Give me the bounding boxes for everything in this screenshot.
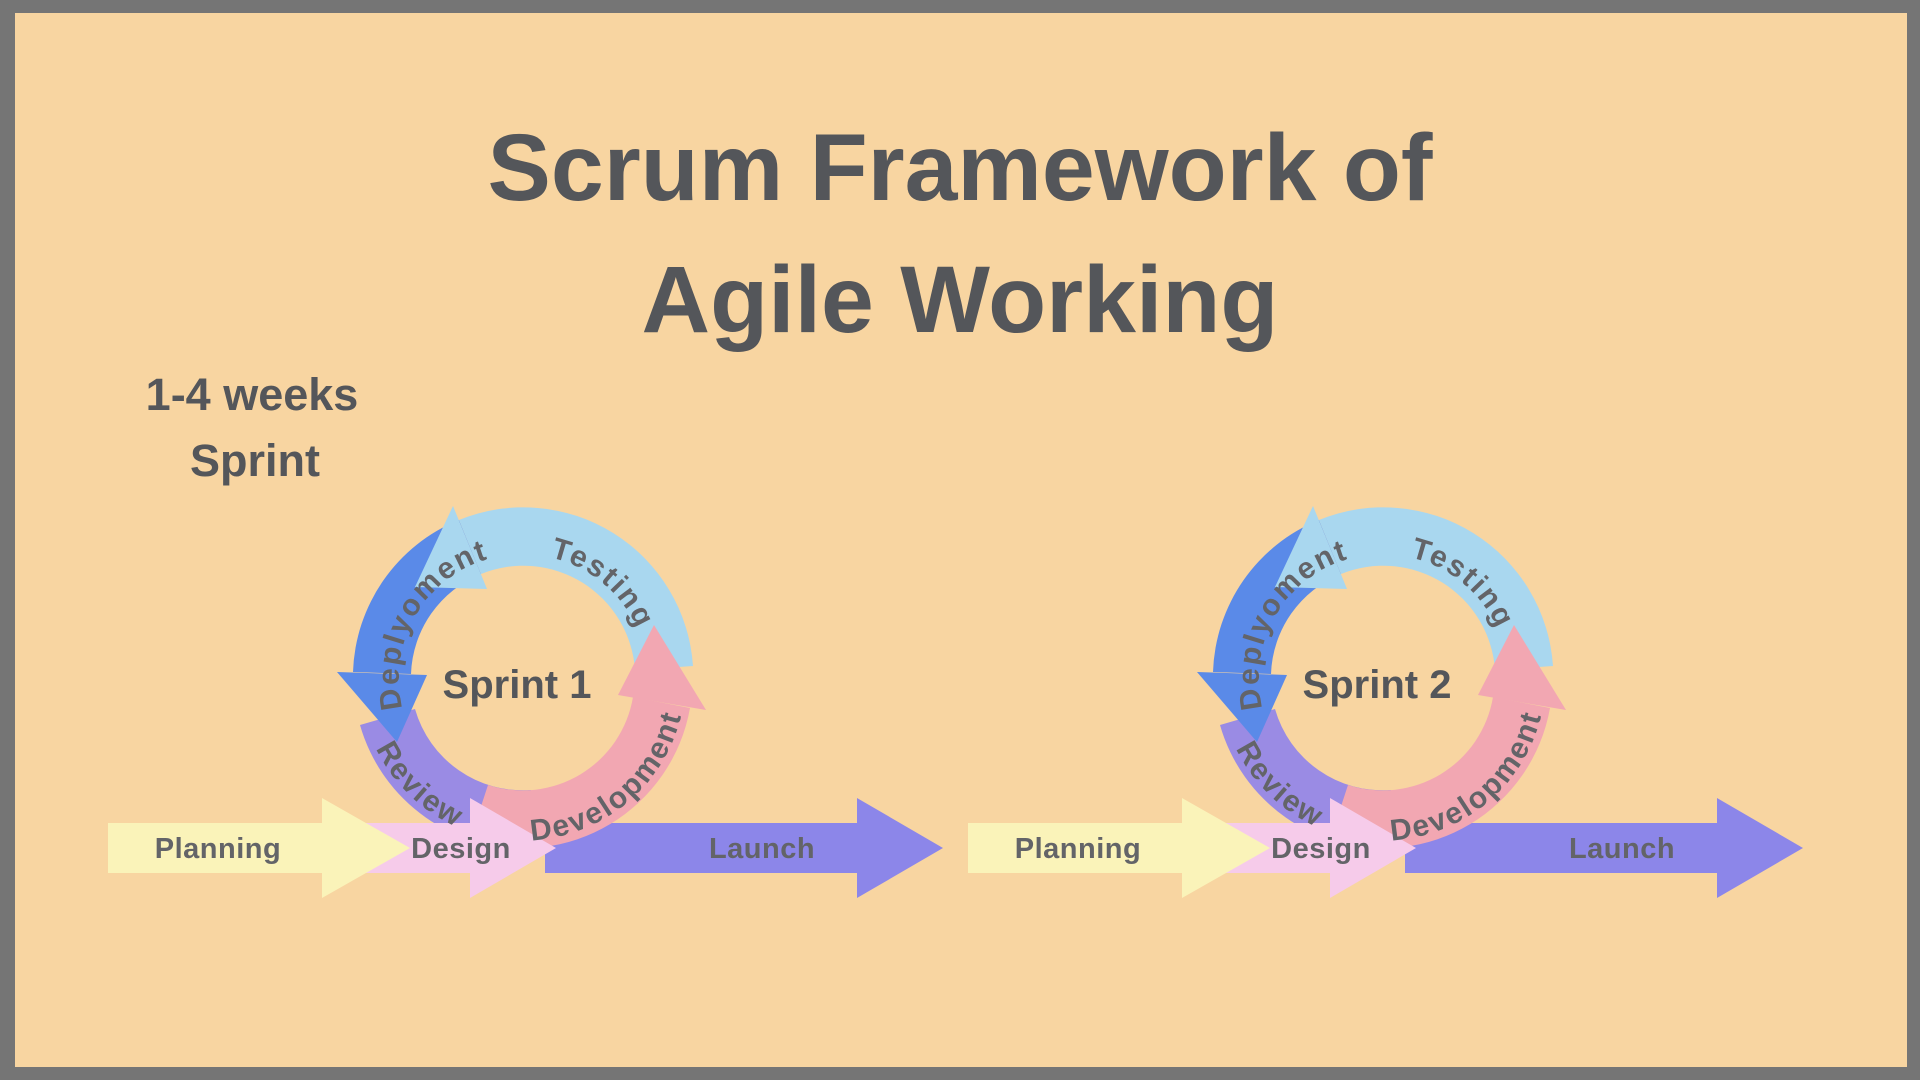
planning-label: Planning: [1015, 833, 1141, 865]
design-arrow: [360, 798, 556, 898]
sprint-duration-label: 1-4 weeks: [146, 369, 359, 420]
testing-arrowhead-icon: [415, 506, 487, 589]
testing-arc: [1319, 507, 1553, 670]
launch-arrow: [1405, 798, 1803, 898]
development-arrowhead-icon: [1478, 625, 1566, 710]
development-arc: [1330, 697, 1550, 849]
launch-label: Launch: [1569, 833, 1675, 865]
launch-label: Launch: [709, 833, 815, 865]
sprint-name: Sprint 2: [1303, 663, 1452, 707]
page-title-line2: Agile Working: [642, 247, 1279, 353]
deployment-arrowhead-icon: [337, 672, 427, 742]
development-arc: [470, 697, 690, 849]
planning-arrow: [968, 798, 1270, 898]
design-label: Design: [1271, 833, 1371, 865]
planning-arrow: [108, 798, 410, 898]
design-label: Design: [411, 833, 511, 865]
planning-label: Planning: [155, 833, 281, 865]
development-arrowhead-icon: [618, 625, 706, 710]
testing-arc: [459, 507, 693, 670]
deployment-arrowhead-icon: [1197, 672, 1287, 742]
sprint-duration-sublabel: Sprint: [190, 435, 320, 486]
page-title-line1: Scrum Framework of: [488, 115, 1433, 221]
launch-arrow: [545, 798, 943, 898]
design-arrow: [1220, 798, 1416, 898]
sprint-name: Sprint 1: [443, 663, 592, 707]
testing-arrowhead-icon: [1275, 506, 1347, 589]
